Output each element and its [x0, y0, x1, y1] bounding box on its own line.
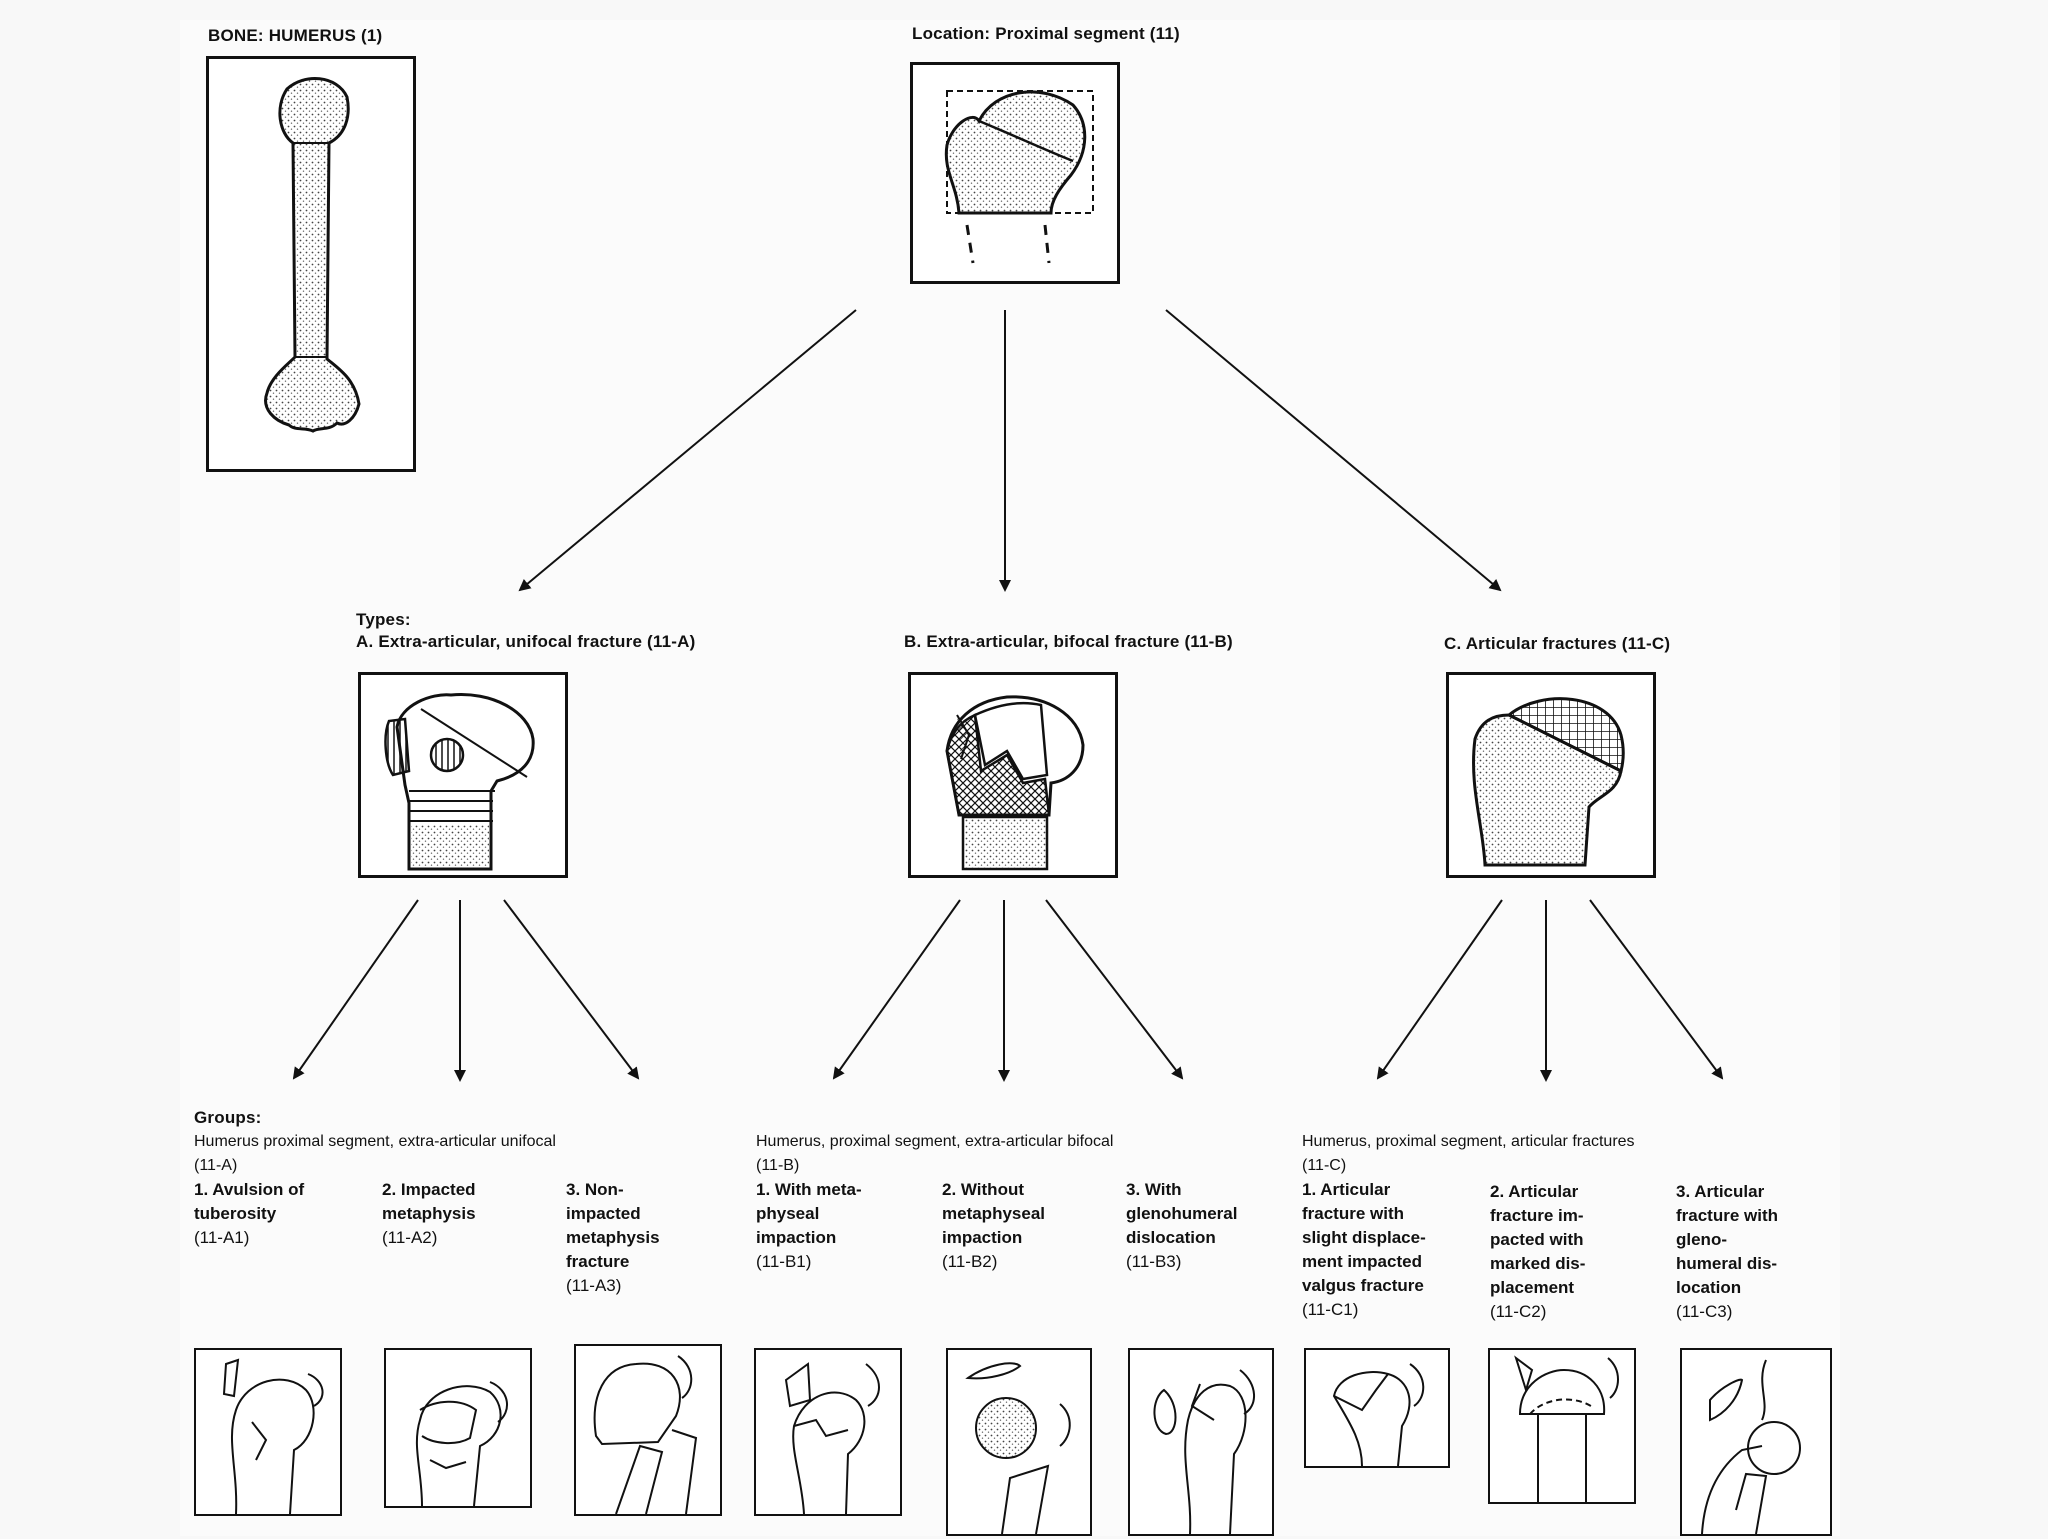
group-a3-label: 3. Non- impacted metaphysis fracture(11-…: [566, 1180, 660, 1295]
group-c3-figure: [1680, 1348, 1832, 1536]
type-b-figure: [908, 672, 1118, 878]
group-b3-label: 3. With glenohumeral dislocation(11-B3): [1126, 1180, 1238, 1271]
type-a-figure: [358, 672, 568, 878]
group-a-description: Humerus proximal segment, extra-articula…: [194, 1133, 556, 1150]
type-b-label: B. Extra-articular, bifocal fracture (11…: [904, 632, 1233, 651]
group-a2-label: 2. Impacted metaphysis(11-A2): [382, 1180, 476, 1247]
group-a2-figure: [384, 1348, 532, 1508]
group-b-code: (11-B): [756, 1157, 800, 1174]
types-heading: Types:: [356, 610, 411, 629]
location-label: Location: Proximal segment (11): [912, 24, 1180, 43]
group-b-description: Humerus, proximal segment, extra-articul…: [756, 1133, 1114, 1150]
group-a1-figure: [194, 1348, 342, 1516]
proximal-segment-figure: [910, 62, 1120, 284]
group-b1-label: 1. With meta- physeal impaction(11-B1): [756, 1180, 862, 1271]
group-a1-label: 1. Avulsion of tuberosity(11-A1): [194, 1180, 305, 1247]
group-a3-figure: [574, 1344, 722, 1516]
group-c1-figure: [1304, 1348, 1450, 1468]
groups-heading: Groups:: [194, 1108, 262, 1127]
bone-label: BONE: HUMERUS (1): [208, 26, 383, 45]
arrow-to-type-a: [518, 309, 857, 592]
group-c-description: Humerus, proximal segment, articular fra…: [1302, 1133, 1635, 1150]
group-a-code: (11-A): [194, 1157, 238, 1174]
group-c-code: (11-C): [1302, 1157, 1347, 1174]
arrow-to-type-c: [1165, 309, 1502, 592]
group-c1-label: 1. Articular fracture with slight displa…: [1302, 1180, 1426, 1319]
type-a-label: A. Extra-articular, unifocal fracture (1…: [356, 632, 696, 651]
group-c2-figure: [1488, 1348, 1636, 1504]
group-b3-figure: [1128, 1348, 1274, 1536]
group-b2-figure: [946, 1348, 1092, 1536]
group-b2-label: 2. Without metaphyseal impaction(11-B2): [942, 1180, 1045, 1271]
type-c-figure: [1446, 672, 1656, 878]
humerus-bone-figure: [206, 56, 416, 472]
group-c2-label: 2. Articular fracture im- pacted with ma…: [1490, 1182, 1586, 1321]
group-b1-figure: [754, 1348, 902, 1516]
group-c3-label: 3. Articular fracture with gleno- humera…: [1676, 1182, 1779, 1321]
type-c-label: C. Articular fractures (11-C): [1444, 634, 1671, 653]
